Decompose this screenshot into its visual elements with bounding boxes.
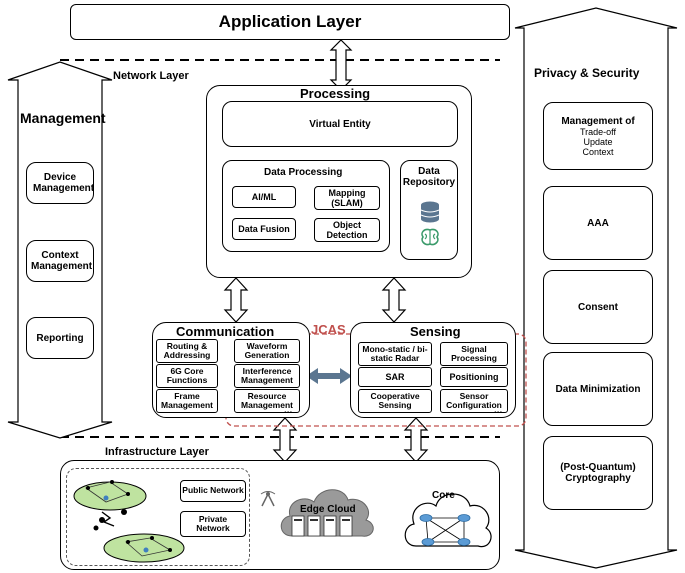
data-repository-label: Data Repository	[402, 166, 456, 188]
jcas-label: JCAS	[311, 322, 346, 337]
ai-ml-box: AI/ML	[232, 186, 296, 208]
interference-management-box: Interference Management	[234, 364, 300, 388]
management-of-title: Management of	[561, 115, 635, 127]
resource-management-box: Resource Management	[234, 389, 300, 413]
context-management-label: Context Management	[31, 250, 93, 272]
core-cloud-icon	[404, 493, 492, 548]
privacy-security-title: Privacy & Security	[534, 66, 640, 80]
consent-box: Consent	[543, 270, 653, 344]
sar-label: SAR	[385, 372, 405, 382]
device-management-label: Device Management	[33, 172, 95, 194]
network-layer-label: Network Layer	[113, 70, 189, 82]
data-minimization-box: Data Minimization	[543, 352, 653, 426]
aaa-box: AAA	[543, 186, 653, 260]
object-detection-label: Object Detection	[326, 220, 368, 240]
context-label: Context	[582, 146, 614, 157]
data-processing-title: Data Processing	[264, 167, 343, 178]
interference-management-label: Interference Management	[241, 365, 293, 385]
networks-region	[66, 468, 250, 566]
brain-icon	[421, 228, 439, 246]
cooperative-sensing-box: Cooperative Sensing	[358, 389, 432, 413]
virtual-entity-box: Virtual Entity	[222, 101, 458, 147]
reporting-label: Reporting	[36, 332, 84, 344]
edge-cloud-icon	[280, 489, 374, 537]
data-fusion-label: Data Fusion	[238, 224, 290, 234]
object-detection-box: Object Detection	[314, 218, 380, 242]
management-of-box: Management of Trade-off Update Context	[543, 102, 653, 170]
trade-off-label: Trade-off	[579, 126, 617, 137]
application-layer-title: Application Layer	[218, 12, 362, 31]
sensing-ellipsis: ...	[494, 405, 503, 416]
radar-box: Mono-static / bi-static Radar	[358, 342, 432, 366]
application-layer-box: Application Layer	[70, 4, 510, 40]
data-fusion-box: Data Fusion	[232, 218, 296, 240]
sensor-configuration-label: Sensor Configuration	[446, 390, 502, 410]
database-icon	[420, 201, 440, 223]
mapping-slam-label: Mapping (SLAM)	[328, 188, 366, 208]
sensing-title: Sensing	[410, 324, 461, 339]
context-management-box: Context Management	[26, 240, 94, 282]
resource-management-label: Resource Management	[241, 390, 293, 410]
private-network-box: Private Network	[180, 511, 246, 537]
processing-communication-arrow	[223, 277, 249, 323]
processing-title: Processing	[300, 86, 371, 101]
antenna-icon	[260, 491, 276, 507]
routing-addressing-label: Routing & Addressing	[163, 340, 211, 360]
private-network-label: Private Network	[196, 513, 230, 533]
communication-infrastructure-arrow	[272, 417, 298, 463]
core-functions-box: 6G Core Functions	[156, 364, 218, 388]
cryptography-label: (Post-Quantum) Cryptography	[560, 462, 636, 484]
infrastructure-layer-title: Infrastructure Layer	[105, 446, 209, 458]
public-network-box: Public Network	[180, 480, 246, 502]
waveform-generation-box: Waveform Generation	[234, 339, 300, 363]
radar-label: Mono-static / bi-static Radar	[362, 343, 428, 363]
sensing-infrastructure-arrow	[403, 417, 429, 463]
signal-processing-label: Signal Processing	[451, 343, 497, 363]
frame-management-label: Frame Management	[161, 390, 213, 410]
communication-sensing-arrow	[306, 368, 352, 384]
virtual-entity-label: Virtual Entity	[309, 118, 371, 130]
core-functions-label: 6G Core Functions	[166, 365, 208, 385]
edge-cloud-label: Edge Cloud	[300, 504, 356, 515]
device-management-box: Device Management	[26, 162, 94, 204]
communication-ellipsis: ...	[284, 405, 293, 416]
ai-ml-label: AI/ML	[251, 192, 277, 202]
sar-box: SAR	[358, 367, 432, 387]
management-title: Management	[20, 110, 106, 126]
mapping-slam-box: Mapping (SLAM)	[314, 186, 380, 210]
app-processing-arrow	[329, 39, 353, 91]
drone-field-graphic	[73, 480, 185, 563]
cooperative-sensing-label: Cooperative Sensing	[370, 390, 420, 410]
core-label: Core	[432, 490, 455, 501]
aaa-label: AAA	[587, 217, 609, 229]
processing-sensing-arrow	[381, 277, 407, 323]
reporting-box: Reporting	[26, 317, 94, 359]
frame-management-box: Frame Management	[156, 389, 218, 413]
sensor-configuration-box: Sensor Configuration	[440, 389, 508, 413]
communication-title: Communication	[176, 324, 275, 339]
consent-label: Consent	[578, 301, 618, 313]
signal-processing-box: Signal Processing	[440, 342, 508, 366]
data-minimization-label: Data Minimization	[555, 383, 641, 395]
public-network-label: Public Network	[182, 485, 244, 496]
update-label: Update	[583, 136, 613, 147]
positioning-box: Positioning	[440, 367, 508, 387]
waveform-generation-label: Waveform Generation	[244, 340, 290, 360]
routing-addressing-box: Routing & Addressing	[156, 339, 218, 363]
positioning-label: Positioning	[449, 372, 499, 382]
cryptography-box: (Post-Quantum) Cryptography	[543, 436, 653, 510]
